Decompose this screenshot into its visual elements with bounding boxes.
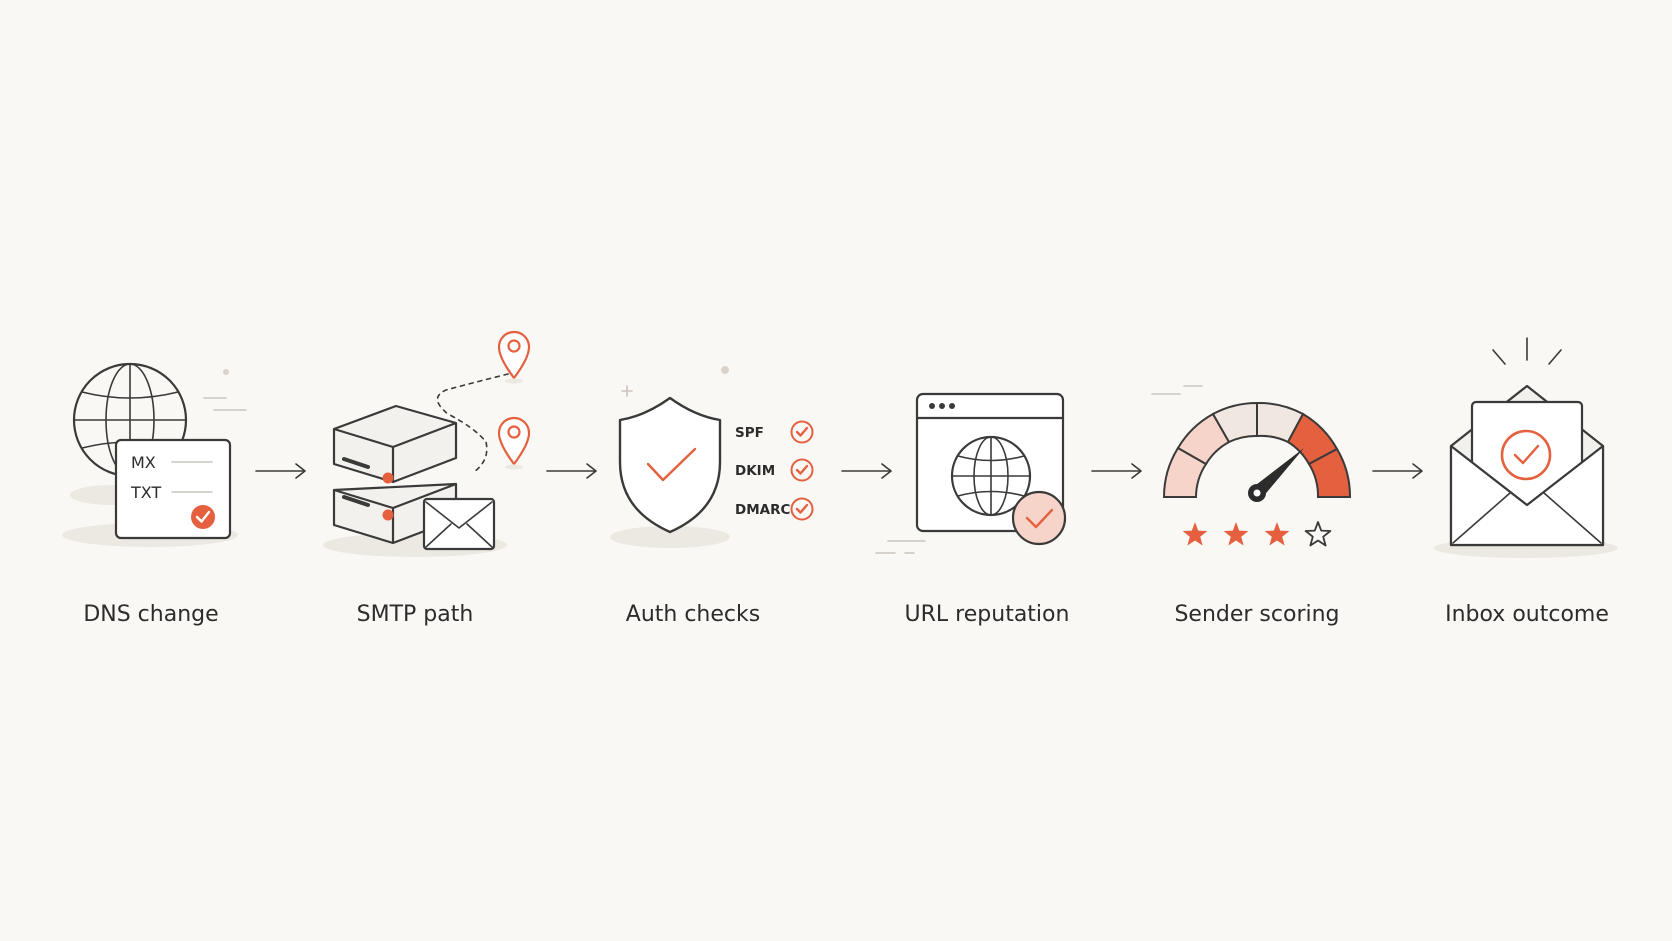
check-circle-icon [790, 458, 814, 482]
step-dns-change: MX TXT DNS change [62, 362, 247, 627]
step-label: URL reputation [905, 602, 1070, 627]
star-icon [1264, 522, 1290, 546]
record-txt: TXT [130, 483, 161, 502]
star-outline-icon [1304, 521, 1332, 547]
step-smtp-path: SMTP path [323, 330, 531, 627]
server-route-icon [323, 330, 531, 557]
step-label: Inbox outcome [1445, 602, 1609, 627]
globe-dns-record-icon [62, 362, 247, 547]
step-label: DNS change [83, 602, 218, 627]
step-url-reputation: URL reputation [875, 392, 1070, 627]
browser-globe-icon [875, 392, 1067, 554]
check-spf: SPF [735, 425, 764, 441]
star-icon [1182, 522, 1208, 546]
step-label: Sender scoring [1174, 602, 1339, 627]
step-auth-checks: SPF DKIM DMARC Auth checks [610, 366, 814, 627]
arrow-icon [546, 463, 597, 479]
check-dmarc: DMARC [735, 502, 790, 518]
star-icon [1223, 522, 1249, 546]
arrow-icon [1372, 463, 1423, 479]
arrow-icon [255, 463, 306, 479]
arrow-icon [1091, 463, 1142, 479]
auth-check-list: SPF DKIM DMARC [735, 420, 814, 521]
arrow-icon [841, 463, 892, 479]
gauge-stars-icon [1151, 385, 1352, 502]
step-sender-scoring: Sender scoring [1151, 385, 1352, 627]
check-circle-icon [790, 497, 814, 521]
record-mx: MX [131, 453, 156, 472]
check-circle-icon [790, 420, 814, 444]
star-rating [1182, 521, 1332, 547]
step-label: Auth checks [626, 602, 760, 627]
check-dkim: DKIM [735, 463, 775, 479]
shield-check-icon [610, 366, 730, 548]
step-label: SMTP path [357, 602, 474, 627]
envelope-check-icon [1434, 337, 1618, 558]
step-inbox-outcome: Inbox outcome [1434, 337, 1618, 627]
